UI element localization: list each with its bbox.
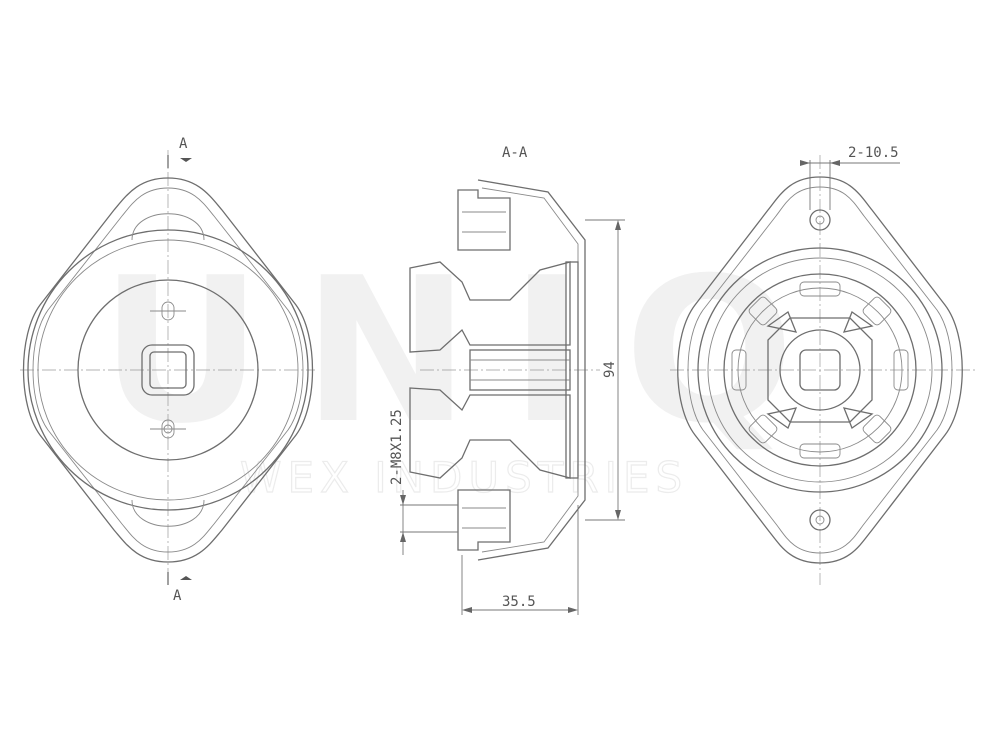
bottom-view-tab-4 [842,407,874,430]
top-view-outer-ring [27,229,309,511]
top-view-outer-flange [22,177,314,563]
bottom-view-ring-4 [737,287,903,453]
section-mark-top: A [179,136,188,152]
dim-hole-arrow-right [830,160,840,166]
bottom-view-hub-square [799,349,841,391]
bottom-view: 2-10.5 [670,145,975,585]
top-view-flange-edge [32,187,304,553]
watermark-brand: UNIQ [100,235,834,468]
bottom-view-ring-2 [707,257,933,483]
section-mark-bottom: A [173,588,182,604]
bottom-view-lower-hole-inner [815,515,825,525]
top-view-hub-square [149,351,187,389]
top-view-inner-ring [77,279,259,461]
hole-dimension: 2-10.5 [848,145,899,161]
section-housing-outer [477,179,586,561]
thread-dimension: 2-M8X1.25 [389,409,405,485]
dim-hole-arrow-left [800,160,810,166]
bottom-view-tab-1 [766,310,798,333]
bottom-view-outer-ring [697,247,943,493]
dim-thread-arrow-top [400,495,406,505]
section-arrow-bottom [180,576,192,580]
dim-35-arrow-left [462,607,472,613]
bottom-view-ring-3 [723,273,917,467]
bottom-view-lower-hole [809,509,831,531]
bottom-view-hub-ring [779,329,861,411]
top-view-ring-2 [37,239,299,501]
watermark-tagline: WEX INDUSTRIES [240,453,688,502]
section-view: A-A 94 35.5 [389,145,625,615]
dim-94-arrow-top [615,220,621,230]
height-dimension: 94 [602,361,618,378]
dim-35-arrow-right [568,607,578,613]
section-core [469,349,571,391]
bottom-view-tab-3 [766,407,798,430]
section-arrow-top [180,158,192,162]
section-rubber-lower [409,387,571,479]
section-plate [565,261,579,479]
bottom-view-outer-flange [677,176,963,564]
section-upper-bolt [457,189,511,251]
width-dimension: 35.5 [502,594,536,610]
section-lower-bolt [457,489,511,551]
bottom-view-tab-2 [842,310,874,333]
bottom-view-upper-hole-inner [815,215,825,225]
bottom-view-upper-hole [809,209,831,231]
bottom-view-ribs [731,281,909,459]
top-view-hub-outer [141,344,195,396]
top-view: A A [20,136,315,604]
top-view-upper-boss [131,213,205,241]
dim-thread-arrow-bottom [400,532,406,542]
dim-94-arrow-bottom [615,510,621,520]
top-view-lower-boss [131,499,205,527]
bottom-view-flange-edge [687,186,953,554]
section-title: A-A [502,145,528,161]
